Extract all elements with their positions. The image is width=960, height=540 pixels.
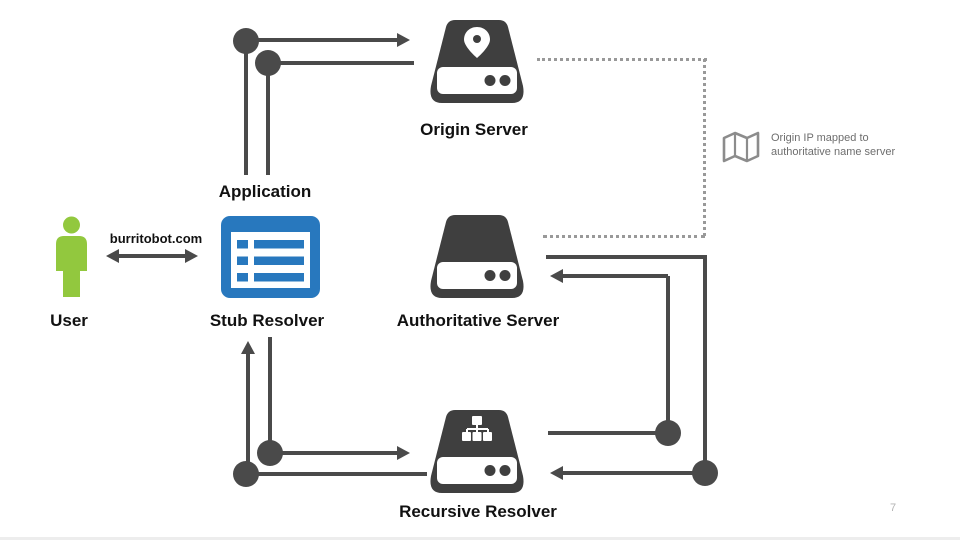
connector-recursive-to-stub-horizontal [246,472,427,476]
dotted-mapping-vertical [703,59,706,236]
map-annotation: Origin IP mapped to authoritative name s… [771,132,895,159]
connector-origin-to-app-vertical [266,63,270,175]
connector-app-to-origin-horizontal [246,38,398,42]
connector-app-to-origin-vertical [244,41,248,175]
arrowhead-left-icon [550,466,563,480]
user-person-icon [56,216,87,297]
arrowhead-left-icon [550,269,563,283]
connector-user-stub [117,254,189,258]
stub-resolver-window-icon [221,216,320,298]
authoritative-server-label: Authoritative Server [396,311,560,330]
map-icon [722,131,760,163]
application-label: Application [218,182,312,201]
authoritative-server-icon [430,215,524,298]
query-domain-label: burritobot.com [109,231,203,246]
page-number: 7 [889,502,897,514]
dotted-mapping-top [537,58,707,61]
map-annotation-line1: Origin IP mapped to [771,132,869,144]
slide-bottom-edge [0,537,960,540]
recursive-resolver-icon [430,410,524,493]
connector-auth-to-recursive-vertical [703,257,707,473]
connector-recursive-to-stub-vertical [246,353,250,474]
connector-auth-to-recursive-horizontal-low [563,471,705,475]
arrowhead-right-icon [397,33,410,47]
sitemap-icon [462,416,492,441]
map-annotation-line2: authoritative name server [771,145,896,158]
arrowhead-left-icon [106,249,119,263]
connector-recursive-to-auth-vertical [666,276,670,433]
connector-recursive-to-auth-horizontal-top [563,274,668,278]
user-label: User [50,311,88,330]
origin-server-label: Origin Server [420,120,528,139]
dotted-mapping-bottom [543,235,705,238]
connector-origin-to-app-horizontal [268,61,414,65]
arrowhead-right-icon [397,446,410,460]
connector-auth-to-recursive-horizontal-top [546,255,707,259]
arrowhead-up-icon [241,341,255,354]
stub-resolver-label: Stub Resolver [209,311,325,330]
connector-stub-to-recursive-vertical [268,337,272,453]
connector-recursive-to-auth-horizontal-low [548,431,670,435]
origin-server-icon [430,20,524,103]
arrowhead-right-icon [185,249,198,263]
recursive-resolver-label: Recursive Resolver [399,502,557,521]
connector-stub-to-recursive-horizontal [270,451,398,455]
